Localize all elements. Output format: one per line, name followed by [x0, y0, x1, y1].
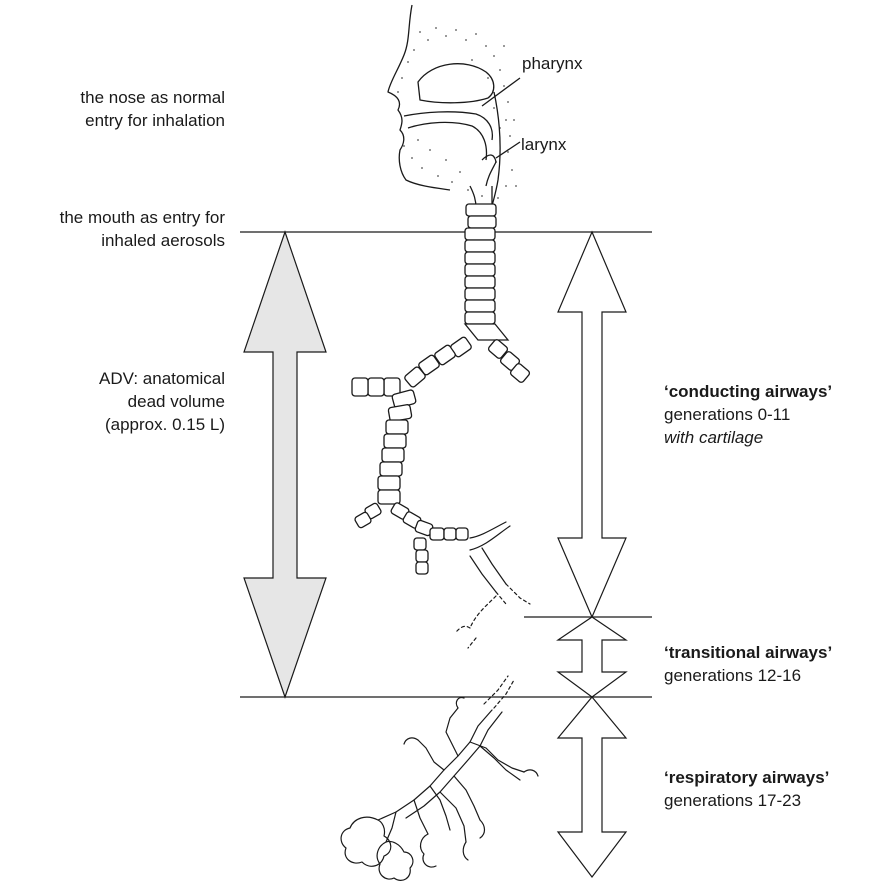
distal-airways-illustration: [456, 522, 530, 708]
adv-double-arrow: [244, 232, 326, 697]
trachea-illustration: [465, 204, 508, 340]
bronchial-tree-illustration: [352, 336, 531, 574]
conducting-airways-note: with cartilage: [664, 426, 832, 449]
adv-label-line-1: ADV: anatomical: [99, 367, 225, 390]
conducting-airways-generations: generations 0-11: [664, 403, 832, 426]
transitional-airways-generations: generations 12-16: [664, 664, 832, 687]
nose-label-line-1: the nose as normal: [80, 86, 225, 109]
respiratory-airways-label: ‘respiratory airways’ generations 17-23: [664, 766, 829, 812]
respiratory-airways-generations: generations 17-23: [664, 789, 829, 812]
adv-label-line-3: (approx. 0.15 L): [99, 413, 225, 436]
conducting-airways-arrow: [558, 232, 626, 617]
adv-label-line-2: dead volume: [99, 390, 225, 413]
nose-label-line-2: entry for inhalation: [80, 109, 225, 132]
mouth-label-line-1: the mouth as entry for: [60, 206, 225, 229]
conducting-airways-label: ‘conducting airways’ generations 0-11 wi…: [664, 380, 832, 449]
adv-label: ADV: anatomical dead volume (approx. 0.1…: [99, 367, 225, 436]
conducting-airways-title: ‘conducting airways’: [664, 380, 832, 403]
transitional-airways-arrow: [558, 617, 626, 697]
larynx-label: larynx: [521, 133, 566, 156]
respiratory-airways-arrow: [558, 697, 626, 877]
mouth-label: the mouth as entry for inhaled aerosols: [60, 206, 225, 252]
transitional-airways-label: ‘transitional airways’ generations 12-16: [664, 641, 832, 687]
respiratory-airways-title: ‘respiratory airways’: [664, 766, 829, 789]
pharynx-label: pharynx: [522, 52, 582, 75]
respiratory-tree-illustration: [341, 698, 538, 881]
head-illustration: [388, 5, 520, 208]
mouth-label-line-2: inhaled aerosols: [60, 229, 225, 252]
nose-label: the nose as normal entry for inhalation: [80, 86, 225, 132]
transitional-airways-title: ‘transitional airways’: [664, 641, 832, 664]
